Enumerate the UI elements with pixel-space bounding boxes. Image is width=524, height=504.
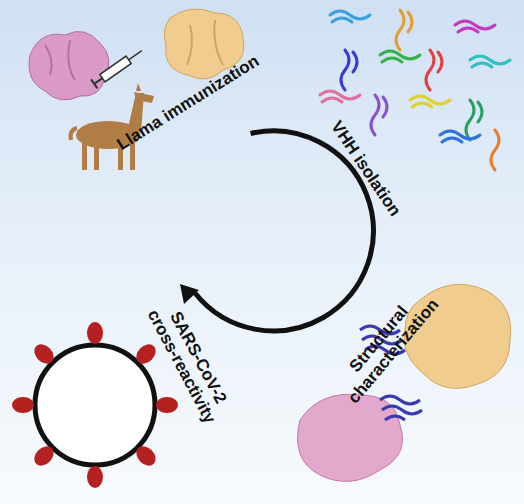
arrow-head: [180, 284, 199, 304]
virus-particle: [12, 322, 178, 488]
syringe: [91, 46, 145, 88]
cycle-arc: [195, 131, 373, 331]
step-label: VHH isolation: [316, 101, 416, 236]
